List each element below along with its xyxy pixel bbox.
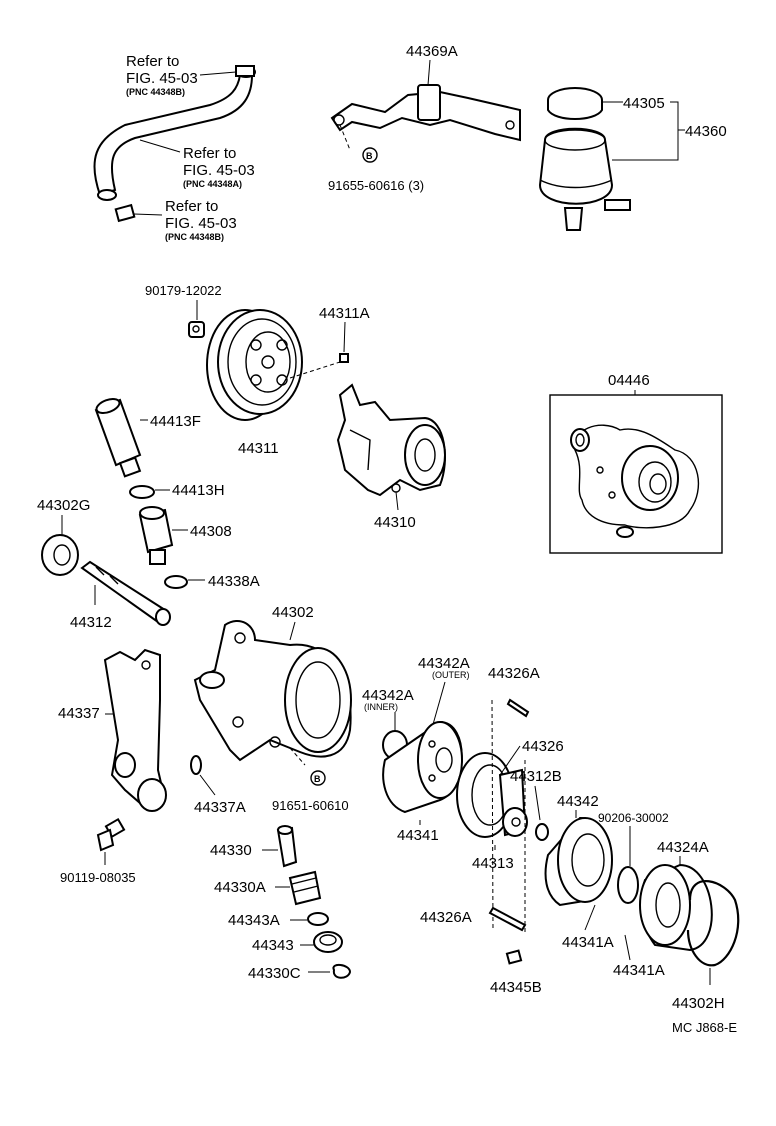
side-plate-44341 (382, 720, 463, 814)
refer-label-2-line3: (PNC 44348A) (183, 179, 242, 189)
label-91655-60616: 91655-60616 (3) (328, 178, 424, 193)
housing-44302 (193, 620, 352, 762)
label-44343A: 44343A (228, 912, 280, 929)
bolt-marker-b-1: B (362, 147, 378, 163)
refer-label-2-line1: Refer to (183, 145, 236, 162)
label-44360: 44360 (685, 123, 727, 140)
label-90119-08035: 90119-08035 (60, 870, 136, 885)
label-44342A-inner: 44342A (362, 687, 414, 704)
label-44312B: 44312B (510, 768, 562, 785)
oring-44413H (129, 485, 155, 499)
svg-text:B: B (314, 774, 321, 784)
pump-44310 (336, 383, 446, 497)
svg-text:B: B (366, 151, 373, 161)
label-44305: 44305 (623, 95, 665, 112)
label-44311A: 44311A (319, 305, 370, 322)
pin-44326A-top (506, 698, 530, 718)
cap-44343 (313, 931, 343, 953)
refer-label-3-line2: FIG. 45-03 (165, 215, 237, 232)
note-outer: (OUTER) (432, 670, 470, 680)
label-44338A: 44338A (208, 573, 260, 590)
cover-44324A (639, 863, 713, 952)
hose-assembly (93, 65, 256, 223)
bracket-44369A (330, 84, 521, 142)
label-44345B: 44345B (490, 979, 542, 996)
label-44330A: 44330A (214, 879, 266, 896)
label-44413F: 44413F (150, 413, 201, 430)
refer-label-1-line2: FIG. 45-03 (126, 70, 198, 87)
note-inner: (INNER) (364, 702, 398, 712)
seal-44302G (41, 534, 79, 576)
key-44311A (339, 353, 349, 363)
label-44330C: 44330C (248, 965, 301, 982)
bolt-90119 (96, 817, 126, 852)
label-04446: 04446 (608, 372, 650, 389)
label-44302H: 44302H (672, 995, 725, 1012)
bracket-44337 (103, 648, 167, 812)
label-44343: 44343 (252, 937, 294, 954)
reservoir-44360 (538, 127, 631, 231)
label-44312: 44312 (70, 614, 112, 631)
gasket-kit-box (549, 394, 723, 554)
refer-label-3-line1: Refer to (165, 198, 218, 215)
clip-44330C (332, 964, 352, 979)
refer-label-1-line1: Refer to (126, 53, 179, 70)
refer-label-2-line2: FIG. 45-03 (183, 162, 255, 179)
valve-44308 (138, 506, 174, 565)
label-44330: 44330 (210, 842, 252, 859)
label-44311: 44311 (238, 440, 279, 457)
label-90179-12022: 90179-12022 (145, 283, 222, 298)
label-90206-30002: 90206-30002 (598, 811, 669, 825)
label-44324A: 44324A (657, 839, 709, 856)
refer-label-3-line3: (PNC 44348B) (165, 232, 224, 242)
reservoir-cap-44305 (547, 87, 603, 120)
label-44337: 44337 (58, 705, 100, 722)
fitting-44413F (94, 398, 142, 478)
oring-44343A (307, 912, 329, 926)
plate-44345B (505, 949, 523, 965)
label-44369A: 44369A (406, 43, 458, 60)
label-44337A: 44337A (194, 799, 246, 816)
label-44326A-bottom: 44326A (420, 909, 472, 926)
nut-90179 (188, 321, 205, 338)
pressure-plate-44342 (544, 816, 613, 907)
diagram-code: MC J868-E (672, 1020, 737, 1035)
snap-ring-44302H (686, 880, 740, 967)
bolt-marker-b-2: B (310, 770, 326, 786)
label-44302: 44302 (272, 604, 314, 621)
pulley-44311 (206, 309, 303, 421)
label-44326: 44326 (522, 738, 564, 755)
oring-90206 (617, 866, 639, 904)
label-91651-60610: 91651-60610 (272, 798, 349, 813)
plug-44330 (276, 825, 298, 868)
label-44326A-top: 44326A (488, 665, 540, 682)
pin-44326A-bottom (488, 906, 527, 932)
label-44342A-outer: 44342A (418, 655, 470, 672)
shaft-44312 (80, 560, 171, 626)
oring-44338A (164, 575, 188, 589)
spring-44330A (288, 870, 322, 906)
pin-44312B (535, 823, 549, 841)
label-44342: 44342 (557, 793, 599, 810)
label-44308: 44308 (190, 523, 232, 540)
label-44302G: 44302G (37, 497, 90, 514)
refer-label-1-line3: (PNC 44348B) (126, 87, 185, 97)
label-44341: 44341 (397, 827, 439, 844)
label-44341A-1: 44341A (562, 934, 614, 951)
gasket-kit-04446 (570, 424, 700, 538)
label-44310: 44310 (374, 514, 416, 531)
label-44341A-2: 44341A (613, 962, 665, 979)
oring-44337A (190, 755, 202, 775)
label-44413H: 44413H (172, 482, 225, 499)
